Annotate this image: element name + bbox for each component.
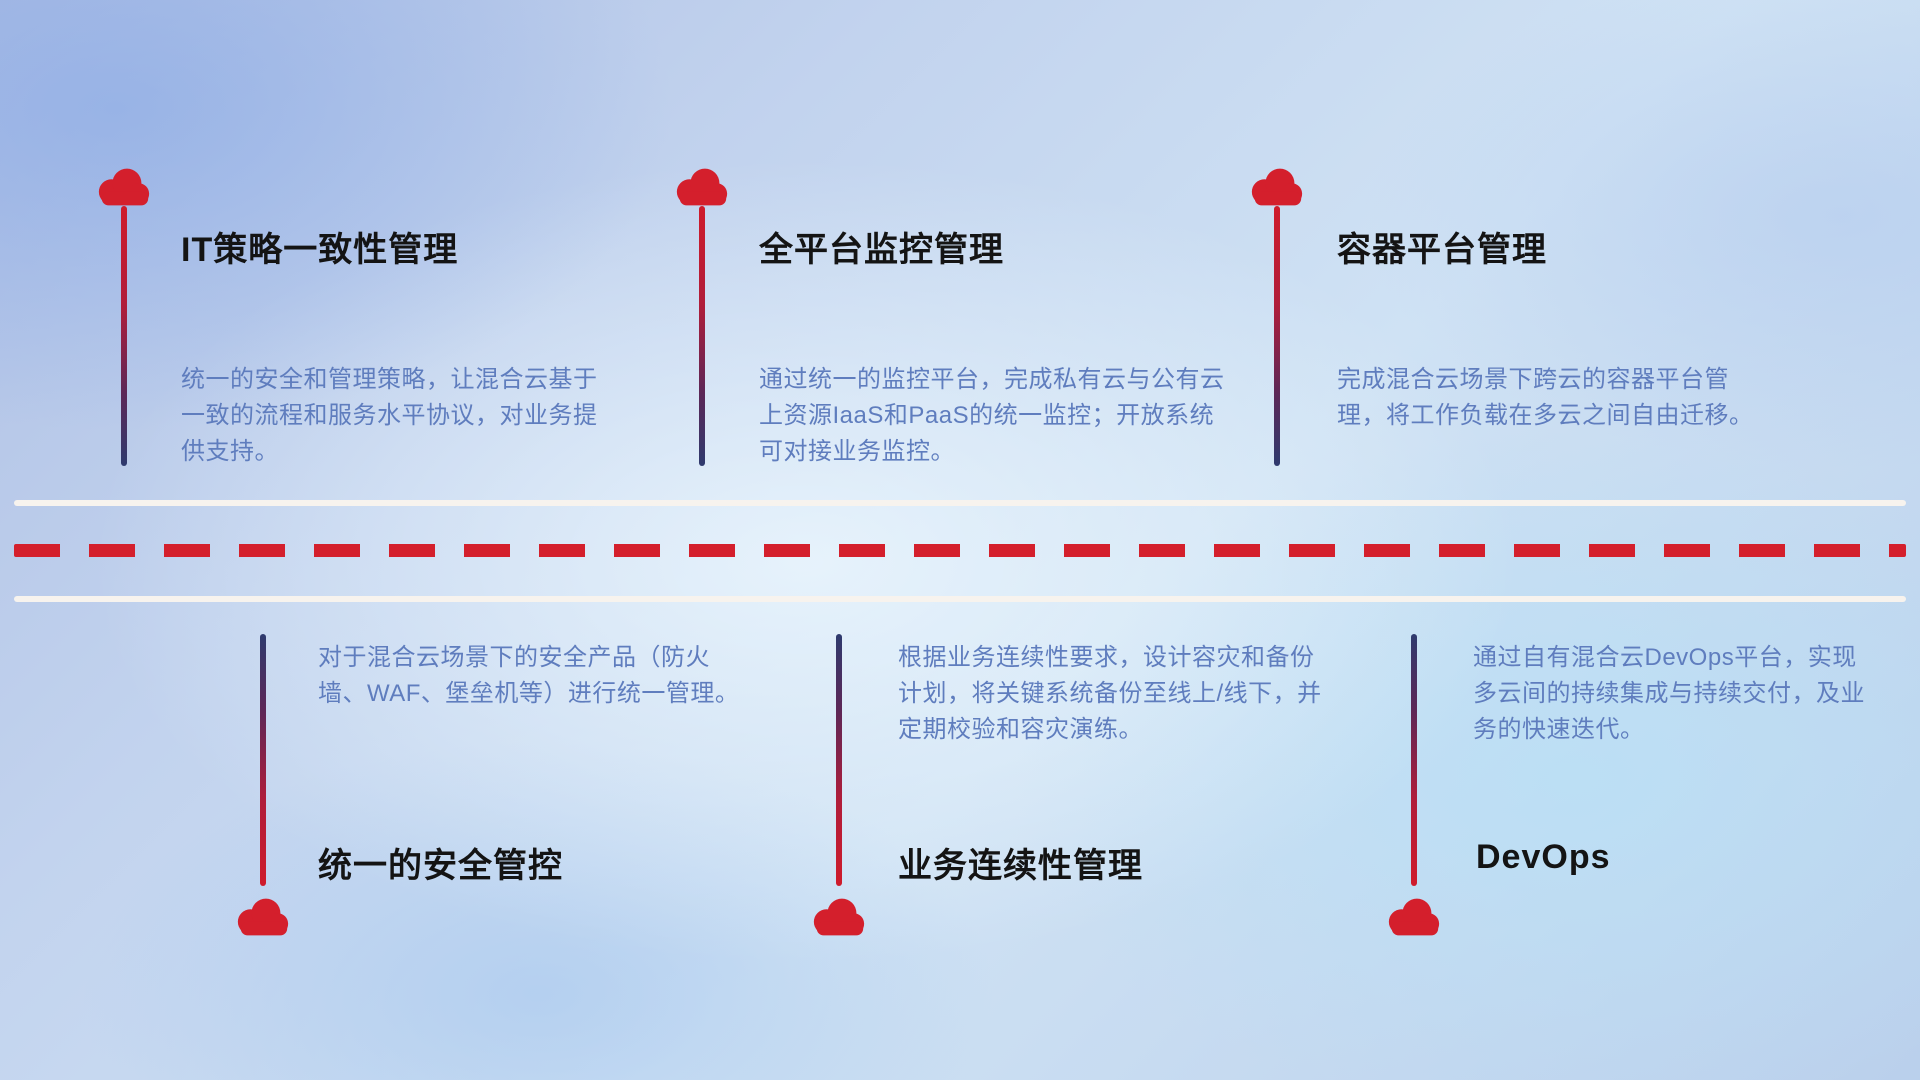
connector-line xyxy=(836,634,842,886)
capability-description-security: 对于混合云场景下的安全产品（防火墙、WAF、堡垒机等）进行统一管理。 xyxy=(318,644,740,707)
connector-line xyxy=(1274,206,1280,466)
cloud-icon xyxy=(1385,896,1443,938)
cloud-icon xyxy=(1248,166,1306,208)
capability-title-container: 容器平台管理 xyxy=(1337,231,1547,269)
cloud-icon xyxy=(810,896,868,938)
timeline-dashed-line xyxy=(14,544,1906,557)
timeline-lower-line xyxy=(14,596,1906,602)
connector-line xyxy=(699,206,705,466)
cloud-icon xyxy=(234,896,292,938)
capability-description-container: 完成混合云场景下跨云的容器平台管理，将工作负载在多云之间自由迁移。 xyxy=(1337,366,1754,429)
capability-title-continuity: 业务连续性管理 xyxy=(898,847,1143,885)
cloud-icon xyxy=(673,166,731,208)
capability-description-it-policy: 统一的安全和管理策略，让混合云基于一致的流程和服务水平协议，对业务提供支持。 xyxy=(181,366,598,465)
capability-title-security: 统一的安全管控 xyxy=(318,847,563,885)
timeline-upper-line xyxy=(14,500,1906,506)
capability-title-devops: DevOps xyxy=(1476,838,1611,876)
connector-line xyxy=(1411,634,1417,886)
connector-line xyxy=(121,206,127,466)
connector-line xyxy=(260,634,266,886)
capability-description-continuity: 根据业务连续性要求，设计容灾和备份计划，将关键系统备份至线上/线下，并定期校验和… xyxy=(898,644,1322,743)
capability-description-devops: 通过自有混合云DevOps平台，实现多云间的持续集成与持续交付，及业务的快速迭代… xyxy=(1473,644,1865,743)
capability-title-it-policy: IT策略一致性管理 xyxy=(181,231,459,269)
capability-title-monitoring: 全平台监控管理 xyxy=(759,231,1004,269)
capability-description-monitoring: 通过统一的监控平台，完成私有云与公有云上资源IaaS和PaaS的统一监控；开放系… xyxy=(759,366,1225,465)
cloud-icon xyxy=(95,166,153,208)
